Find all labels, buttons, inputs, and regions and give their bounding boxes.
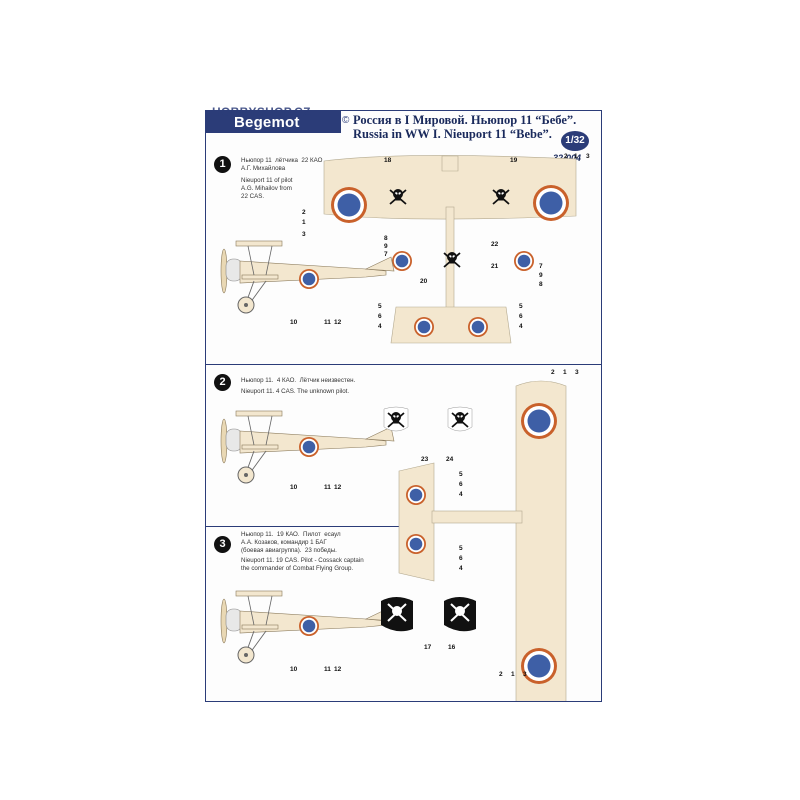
callout: 11	[324, 484, 331, 491]
callout: 3	[523, 671, 527, 678]
caption-en-1: Nieuport 11 of pilot A.G. Mihailov from …	[241, 177, 293, 200]
caption-en-3: Nieuport 11. 19 CAS. Pilot - Cossack cap…	[241, 557, 364, 572]
callout: 11	[324, 319, 331, 326]
callout: 1	[302, 219, 306, 226]
callout: 23	[421, 456, 429, 463]
callout: 10	[290, 666, 298, 673]
callout: 9	[539, 272, 543, 279]
callout: 22	[491, 241, 499, 248]
callout: 21	[491, 263, 499, 270]
callout: 5	[459, 471, 463, 478]
section-divider	[206, 364, 601, 365]
caption-ru-1: Ньюпор 11 лётчика 22 КАО А.Г. Михайлова	[241, 157, 323, 172]
callout: 6	[459, 481, 463, 488]
callout: 4	[519, 323, 523, 330]
callout: 7	[539, 263, 543, 270]
callout: 1	[563, 369, 567, 376]
callout: 18	[384, 157, 392, 164]
caption-en-2: Nieuport 11. 4 CAS. The unknown pilot.	[241, 388, 350, 395]
callout: 6	[378, 313, 382, 320]
section-number-3: 3	[214, 536, 231, 553]
callout: 3	[575, 369, 579, 376]
callout: 17	[424, 644, 432, 651]
brand-logo: Begemot	[234, 114, 300, 131]
decal-sheet: Begemot HOBBYSHOP.CZ © Россия в I Мирово…	[205, 105, 602, 702]
callout: 7	[384, 251, 388, 258]
caption-ru-3: Ньюпор 11. 19 КАО. Пилот есаул А.А. Коза…	[241, 531, 341, 554]
title-russian: Россия в I Мировой. Ньюпор 11 “Бебе”.	[353, 113, 577, 127]
callout: 4	[459, 491, 463, 498]
callout: 19	[510, 157, 518, 164]
callout: 11	[324, 666, 331, 673]
aircraft-artwork	[220, 155, 577, 701]
watermark-text: HOBBYSHOP.CZ	[212, 105, 311, 119]
catalog-number: 32-004	[553, 153, 582, 163]
callout: 2	[551, 369, 555, 376]
callout: 2	[499, 671, 503, 678]
section-number-1: 1	[214, 156, 231, 173]
callout: 12	[334, 666, 342, 673]
scale-badge: 1/32	[561, 131, 589, 151]
callout: 1	[511, 671, 515, 678]
callout: 8	[384, 235, 388, 242]
callout: 4	[459, 565, 463, 572]
callout: 1	[574, 153, 578, 160]
callout: 5	[459, 545, 463, 552]
callout: 6	[459, 555, 463, 562]
callout: 24	[446, 456, 454, 463]
callout: 3	[302, 231, 306, 238]
callout: 12	[334, 484, 342, 491]
callout: 8	[539, 281, 543, 288]
callout: 5	[519, 303, 523, 310]
brand-header: Begemot	[206, 111, 341, 133]
copyright-mark: ©	[342, 115, 350, 126]
callout: 2	[564, 153, 568, 160]
callout: 3	[586, 153, 590, 160]
section-number-2: 2	[214, 374, 231, 391]
callout: 6	[519, 313, 523, 320]
callout: 4	[378, 323, 382, 330]
callout: 5	[378, 303, 382, 310]
callout: 2	[302, 209, 306, 216]
callout: 9	[384, 243, 388, 250]
callout: 12	[334, 319, 342, 326]
caption-ru-2: Ньюпор 11. 4 КАО. Лётчик неизвестен.	[241, 377, 356, 384]
callout: 10	[290, 484, 298, 491]
title-english: Russia in WW I. Nieuport 11 “Bebe”.	[353, 127, 552, 141]
section-divider	[206, 526, 416, 527]
callout: 20	[420, 278, 428, 285]
callout: 10	[290, 319, 298, 326]
callout: 16	[448, 644, 456, 651]
